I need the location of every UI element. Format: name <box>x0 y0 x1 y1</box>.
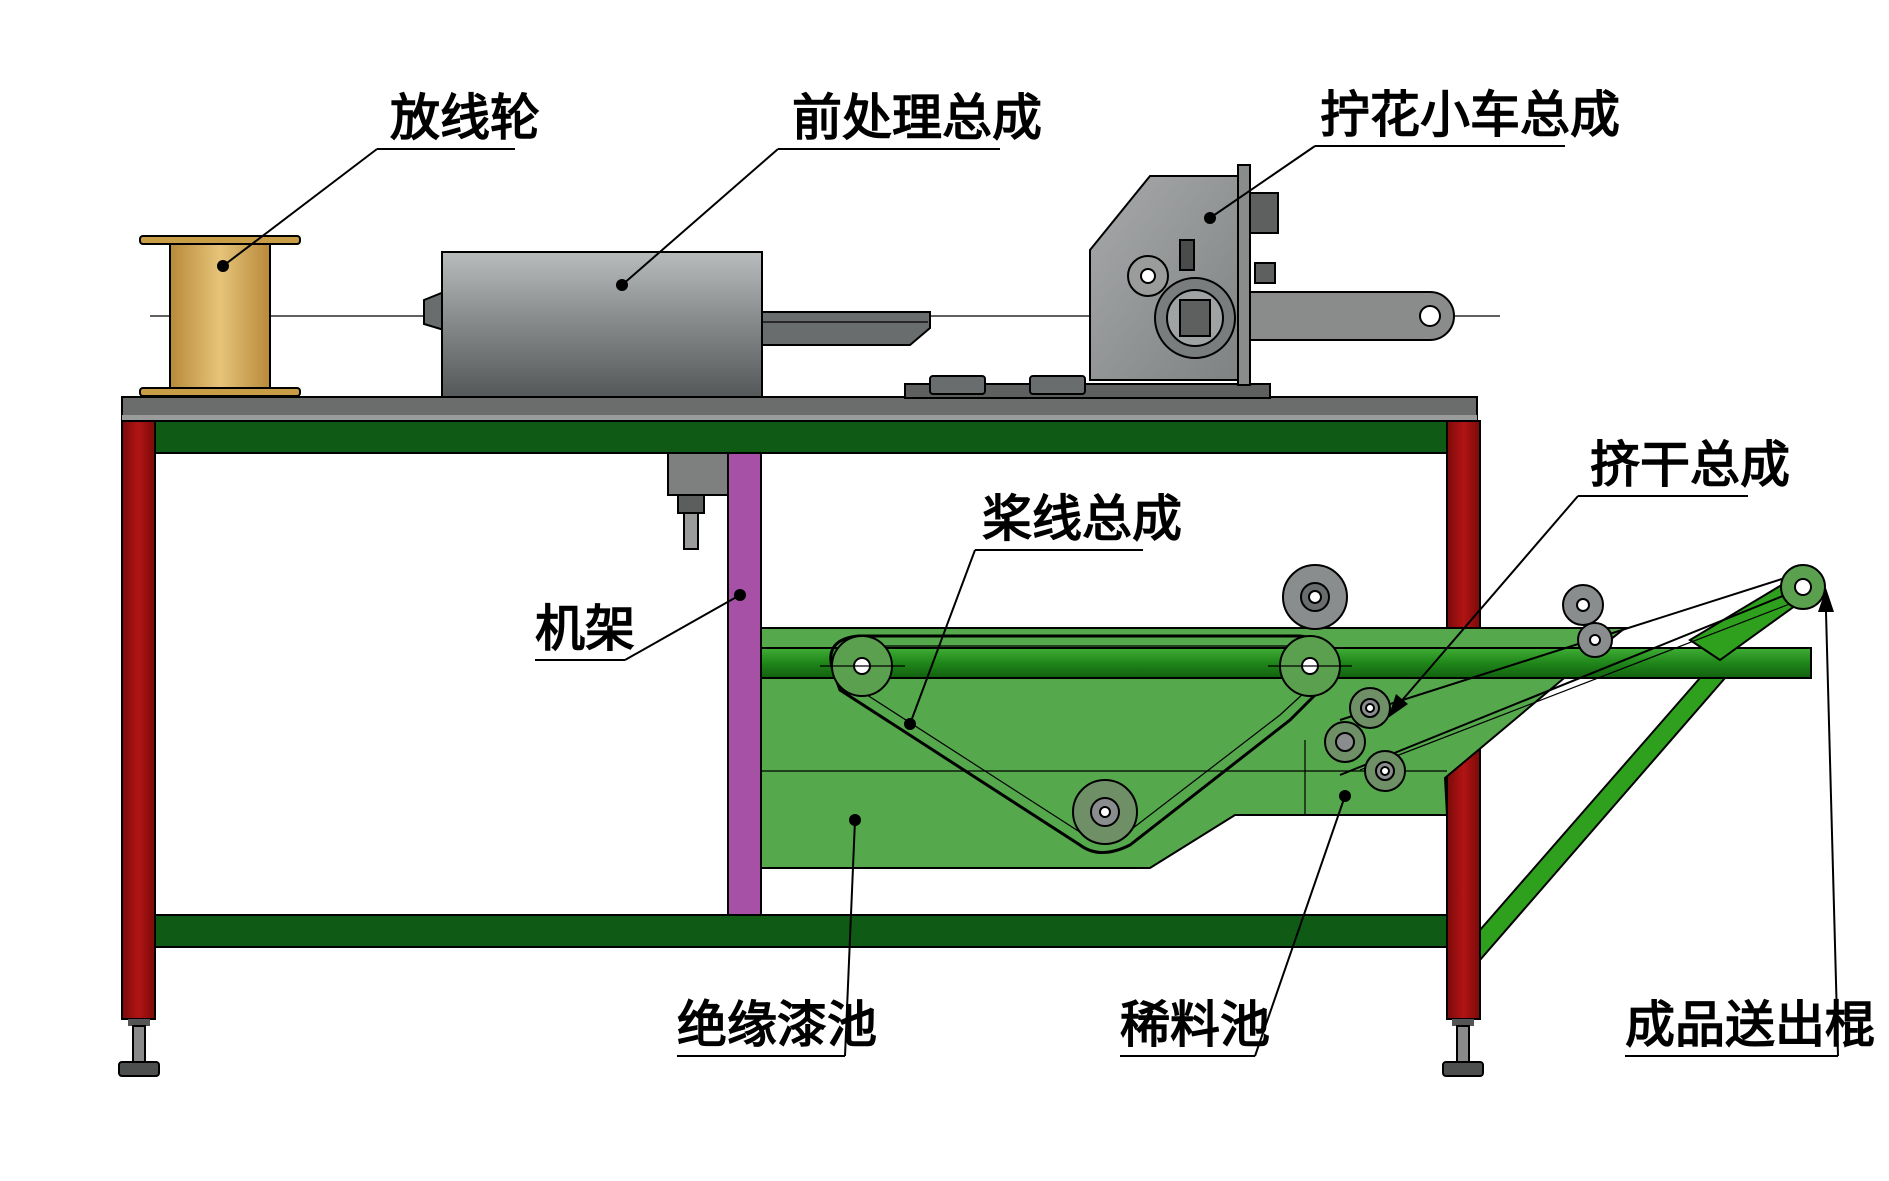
tank-assembly <box>760 564 1826 963</box>
right-foot <box>1442 1019 1484 1077</box>
pretreatment-label: 前处理总成 <box>792 89 1042 147</box>
dilution-tank-label: 稀料池 <box>1120 996 1270 1054</box>
sizing-label: 桨线总成 <box>982 490 1182 548</box>
lower-rail <box>151 914 1448 948</box>
pretreatment-assembly <box>423 251 931 398</box>
insulation-tank-body <box>760 627 1628 869</box>
label-dilution-tank: 稀料池 <box>1120 790 1351 1057</box>
frame <box>118 396 1484 1077</box>
label-insulation-tank: 绝缘漆池 <box>677 814 877 1057</box>
left-foot <box>118 1019 160 1077</box>
guide-rollers-right <box>1562 584 1613 658</box>
payoff-reel-label: 放线轮 <box>390 89 540 147</box>
label-squeeze: 挤干总成 <box>1388 436 1790 718</box>
roller-right-top <box>1268 635 1352 697</box>
middle-post <box>727 452 762 916</box>
support-beam-diagonal <box>1479 677 1728 963</box>
label-twisting-cart: 拧花小车总成 <box>1204 86 1620 224</box>
roller-bottom <box>1072 779 1138 845</box>
frame-label: 机架 <box>535 600 635 658</box>
twisting-cart-assembly <box>904 164 1455 399</box>
label-frame: 机架 <box>535 589 746 661</box>
label-payoff-reel: 放线轮 <box>217 89 540 272</box>
roller-left-top <box>820 635 905 697</box>
upper-rail <box>151 420 1448 454</box>
left-leg <box>121 420 156 1020</box>
roller-top-gray <box>1282 564 1348 630</box>
payoff-reel <box>139 235 301 397</box>
squeeze-rollers <box>1324 687 1406 792</box>
label-output-roller: 成品送出棍 <box>1625 588 1875 1057</box>
squeeze-label: 挤干总成 <box>1590 436 1790 494</box>
label-pretreatment: 前处理总成 <box>616 89 1042 291</box>
output-roller-wheel <box>1780 564 1826 610</box>
output-roller-label: 成品送出棍 <box>1625 996 1875 1054</box>
label-sizing: 桨线总成 <box>904 490 1182 730</box>
twisting-cart-label: 拧花小车总成 <box>1320 86 1620 144</box>
insulation-tank-label: 绝缘漆池 <box>677 996 877 1054</box>
motor-unit <box>667 452 729 550</box>
